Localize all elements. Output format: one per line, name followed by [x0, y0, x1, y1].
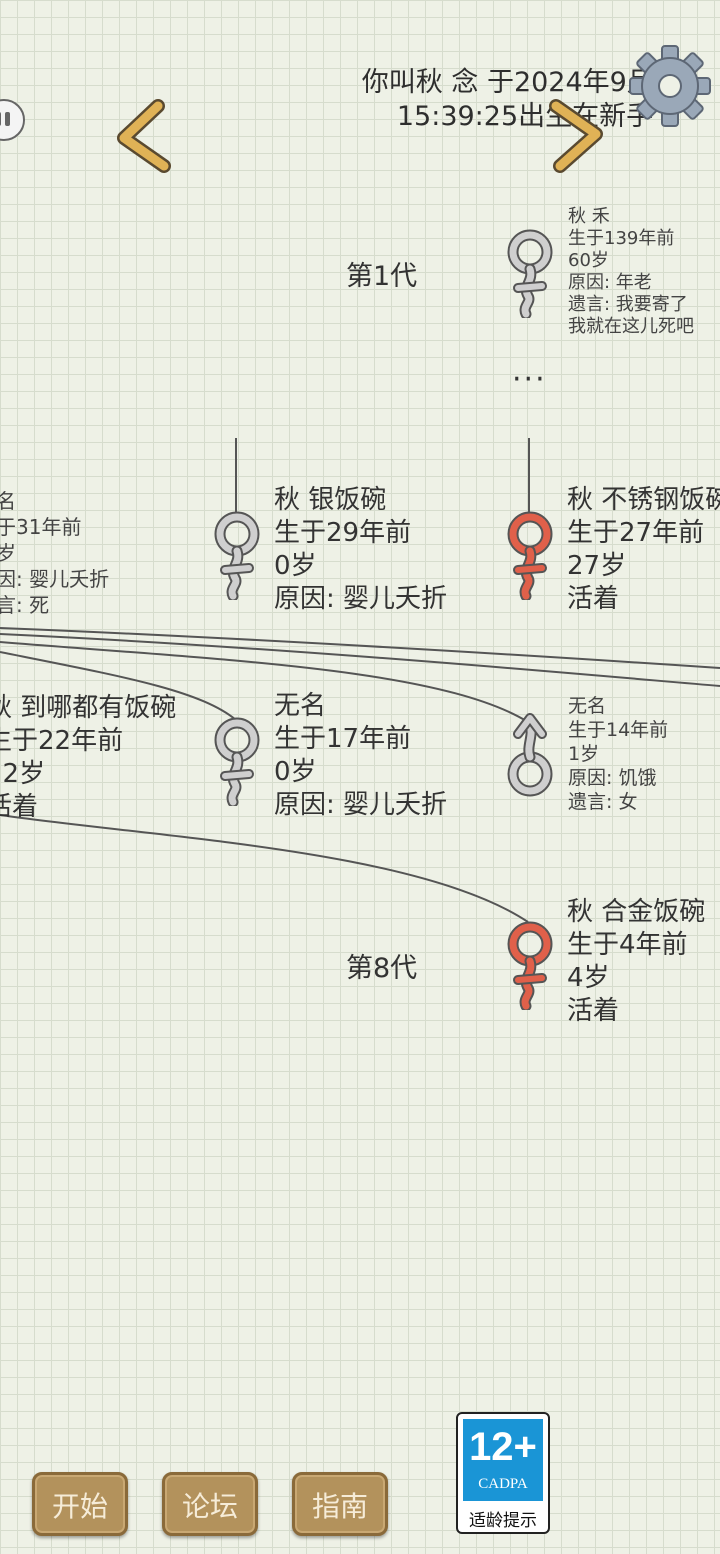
person-info: 秋 禾 生于139年前 60岁 原因: 年老 遗言: 我要寄了 我就在这儿死吧 [568, 206, 694, 338]
start-button[interactable]: 开始 [32, 1472, 128, 1536]
person-last-words: 言: 死 [0, 593, 50, 617]
person-age: 27岁 [567, 551, 627, 581]
person-birth: 生于17年前 [274, 724, 412, 754]
person-birth: 生于22年前 [0, 726, 124, 756]
female-symbol-icon [507, 229, 553, 320]
person-name: 无名 [568, 695, 607, 717]
person-card[interactable] [504, 918, 556, 1014]
birth-info-title: 你叫秋 念 于2024年9月20 15:39:25出生在新手 [330, 66, 720, 134]
ellipsis-indicator: ··· [512, 362, 547, 397]
link-line [0, 633, 720, 687]
person-info: 无名 生于14年前 1岁 原因: 饥饿 遗言: 女 [568, 694, 668, 814]
link-line-vertical [235, 438, 237, 518]
person-last-words: 遗言: 女 [568, 791, 638, 813]
person-age: 岁 [0, 541, 16, 565]
person-cause: 原因: 婴儿夭折 [274, 584, 448, 614]
age-rating-badge[interactable]: 12+ CADPA 适龄提示 [456, 1412, 550, 1534]
person-last-words-cont: 我就在这儿死吧 [568, 316, 694, 337]
person-card[interactable] [504, 226, 556, 322]
chevron-left-icon [117, 99, 171, 173]
person-cause: 原因: 饥饿 [568, 767, 657, 789]
person-status: 活着 [0, 792, 39, 822]
settings-button[interactable] [628, 44, 712, 128]
generation-label: 第8代 [346, 953, 418, 984]
pause-button[interactable] [0, 96, 26, 150]
person-cause: 因: 婴儿夭折 [0, 567, 110, 591]
person-cause: 原因: 婴儿夭折 [274, 790, 448, 820]
female-symbol-icon [214, 717, 260, 808]
chevron-right-icon [549, 99, 603, 173]
person-age: 1岁 [568, 743, 600, 765]
person-name: 秋 不锈钢饭碗 [567, 485, 720, 515]
person-birth: 生于14年前 [568, 719, 669, 741]
person-info: 秋 不锈钢饭碗 生于27年前 27岁 活着 [567, 484, 720, 616]
age-rating-panel: 12+ CADPA [463, 1419, 543, 1501]
person-age: 4岁 [567, 963, 610, 993]
person-info: 秋 到哪都有饭碗 生于22年前 22岁 活着 [0, 692, 176, 824]
guide-button[interactable]: 指南 [292, 1472, 388, 1536]
link-line-vertical [528, 438, 530, 518]
person-age: 0岁 [274, 551, 317, 581]
person-name: 秋 禾 [568, 206, 610, 227]
prev-button[interactable] [112, 98, 182, 178]
person-name: 秋 到哪都有饭碗 [0, 693, 177, 723]
person-birth: 生于139年前 [568, 228, 675, 249]
link-line [0, 627, 720, 669]
link-line [0, 814, 529, 923]
title-line-2: 15:39:25出生在新手 [396, 101, 654, 132]
person-card[interactable] [504, 508, 556, 604]
person-cause: 原因: 年老 [568, 272, 652, 293]
person-birth: 生于29年前 [274, 518, 412, 548]
pause-icon [0, 99, 25, 141]
person-name: 秋 银饭碗 [274, 485, 387, 515]
forum-button[interactable]: 论坛 [162, 1472, 258, 1536]
person-age: 22岁 [0, 759, 46, 789]
person-card[interactable] [502, 712, 554, 808]
person-age: 60岁 [568, 250, 609, 271]
person-info: 名 于31年前 岁 因: 婴儿夭折 言: 死 [0, 488, 109, 618]
person-last-words: 遗言: 我要寄了 [568, 294, 688, 315]
next-button[interactable] [540, 98, 610, 178]
age-rating-value: 12+ [469, 1425, 537, 1469]
person-birth: 于31年前 [0, 515, 82, 539]
person-info: 秋 合金饭碗 生于4年前 4岁 活着 [567, 896, 705, 1028]
person-status: 活着 [567, 996, 620, 1026]
male-symbol-icon [507, 713, 553, 797]
person-birth: 生于27年前 [567, 518, 705, 548]
person-info: 无名 生于17年前 0岁 原因: 婴儿夭折 [274, 690, 447, 822]
person-name: 秋 合金饭碗 [567, 897, 706, 927]
person-card[interactable] [211, 508, 263, 604]
age-rating-label: 适龄提示 [469, 1511, 537, 1531]
person-status: 活着 [567, 584, 620, 614]
age-rating-org: CADPA [478, 1476, 528, 1492]
person-info: 秋 银饭碗 生于29年前 0岁 原因: 婴儿夭折 [274, 484, 447, 616]
person-birth: 生于4年前 [567, 930, 688, 960]
generation-label: 第1代 [346, 261, 418, 292]
person-card[interactable] [211, 714, 263, 810]
person-name: 名 [0, 489, 16, 513]
person-name: 无名 [274, 691, 327, 721]
gear-icon [629, 45, 711, 127]
person-age: 0岁 [274, 757, 317, 787]
female-symbol-icon [507, 921, 553, 1012]
female-symbol-icon [507, 511, 553, 602]
female-symbol-icon [214, 511, 260, 602]
